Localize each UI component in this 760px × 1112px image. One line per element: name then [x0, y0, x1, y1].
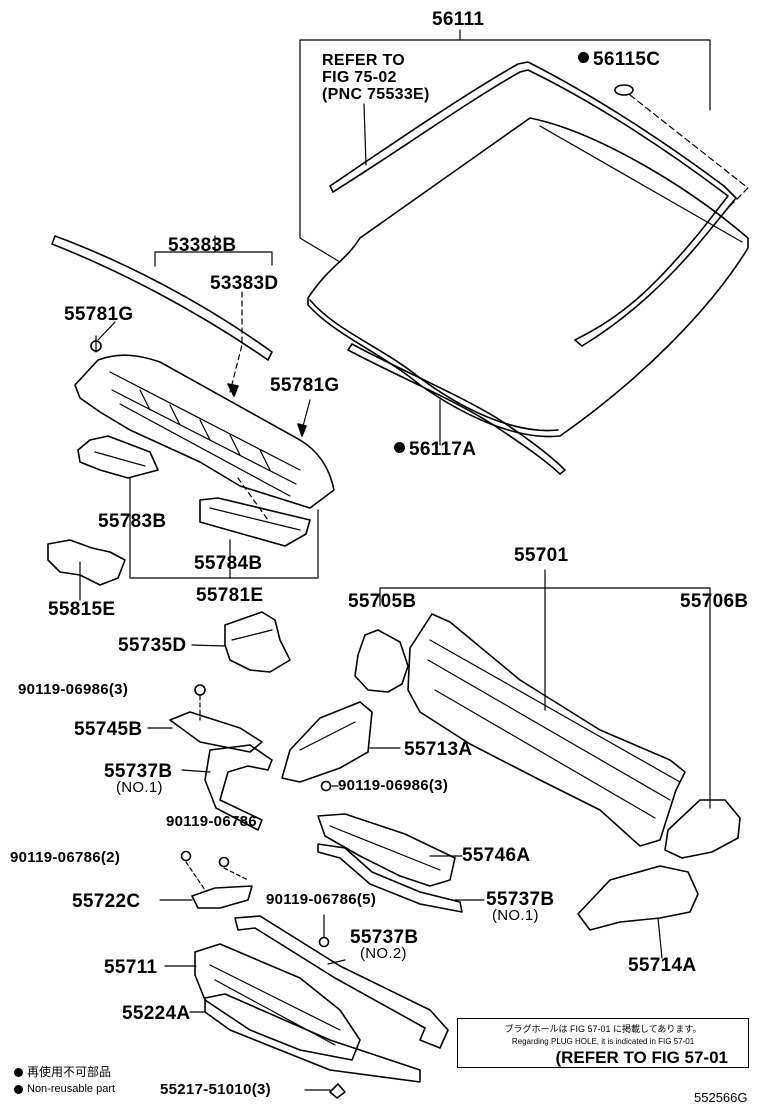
non-reusable-dot: [578, 52, 589, 64]
bracket-55706B: [664, 799, 741, 859]
label-55735D: 55735D: [118, 635, 187, 656]
upper-moulding: [329, 61, 737, 347]
piece-55815E: [47, 539, 126, 586]
label-53383B: 53383B: [168, 235, 237, 256]
label-55224A: 55224A: [122, 1003, 191, 1024]
label-55781G-right: 55781G: [270, 375, 340, 396]
piece-55735D: [224, 611, 291, 673]
label-55722C: 55722C: [72, 891, 141, 912]
bracket-55784B: [199, 497, 311, 547]
bracket-55705B: [354, 629, 409, 693]
label-55713A: 55713A: [404, 739, 473, 760]
clip-55217: [329, 1083, 346, 1099]
clip-56115C: [614, 84, 634, 96]
label-90119-06786-2: 90119-06786(2): [10, 849, 121, 866]
seal-55737B-no1-left: [204, 744, 273, 831]
label-56117A: 56117A: [394, 440, 476, 459]
label-55737B-a-sub: (NO.1): [116, 779, 163, 796]
label-55706B: 55706B: [680, 591, 749, 612]
label-90119-06786: 90119-06786: [166, 813, 257, 830]
cowl-seal-53383B: [51, 235, 273, 361]
label-90119-06986-b: 90119-06986(3): [338, 777, 449, 794]
bolt-90119-06786: [218, 856, 230, 868]
bolt-90119-06986: [194, 684, 206, 696]
leader-56115C: [629, 94, 749, 207]
label-55781G-left: 55781G: [64, 304, 134, 325]
legend-en: Non-reusable part: [14, 1084, 115, 1095]
label-55746A: 55746A: [462, 845, 531, 866]
illustration-code: 552566G: [694, 1090, 748, 1105]
label-55705B: 55705B: [348, 591, 417, 612]
label-55711: 55711: [104, 957, 158, 978]
label-55745B: 55745B: [74, 719, 143, 740]
legend-dot: [14, 1068, 23, 1078]
bracket-55722C: [191, 885, 253, 909]
leader-56111-left: [299, 39, 341, 263]
legend-jp: 再使用不可部品: [14, 1066, 111, 1078]
label-55737B-a: 55737B: [104, 761, 173, 782]
bracket-55745B: [169, 711, 263, 753]
label-55714A: 55714A: [628, 955, 697, 976]
label-90119-06786-5: 90119-06786(5): [266, 891, 377, 908]
refer-fig-57-01[interactable]: (REFER TO FIG 57-01: [555, 1048, 728, 1067]
piece-55224A: [204, 993, 421, 1083]
refer-fig-75-02[interactable]: REFER TO FIG 75-02 (PNC 75533E): [322, 52, 430, 103]
label-55783B: 55783B: [98, 511, 167, 532]
non-reusable-dot: [394, 442, 405, 454]
leader-56111-right: [299, 39, 711, 111]
label-55784B: 55784B: [194, 553, 263, 574]
bolt-90119-06786-2: [180, 850, 192, 862]
label-55815E: 55815E: [48, 599, 116, 620]
label-56115C: 56115C: [578, 50, 660, 69]
label-55217-51010: 55217-51010(3): [160, 1081, 271, 1098]
cowl-panel-55701: [407, 613, 686, 847]
plug-hole-note: プラグホールは FIG 57-01 に掲載してあります。 Regarding P…: [457, 1018, 749, 1068]
bracket-55783B: [77, 435, 159, 479]
label-55737B-c: 55737B: [350, 927, 419, 948]
legend-dot: [14, 1084, 23, 1094]
label-55781E: 55781E: [196, 585, 264, 606]
note-jp: プラグホールは FIG 57-01 に掲載してあります。: [504, 1024, 702, 1034]
bracket-55714A: [577, 865, 699, 931]
cowl-louver-55781E: [74, 335, 335, 509]
seal-55746A: [317, 813, 456, 887]
cowl-side-55713A: [281, 701, 373, 783]
label-55737B-b: 55737B: [486, 889, 555, 910]
label-90119-06986-a: 90119-06986(3): [18, 681, 129, 698]
note-en: Regarding PLUG HOLE, it is indicated in …: [511, 1037, 695, 1046]
lower-weatherstrip: [347, 343, 566, 475]
label-56111: 56111: [432, 9, 485, 30]
label-55701: 55701: [514, 545, 569, 566]
seal-55737B-no2: [234, 915, 449, 1049]
label-55737B-c-sub: (NO.2): [360, 945, 407, 962]
cowl-panel-55711: [194, 943, 361, 1061]
label-53383D: 53383D: [210, 273, 279, 294]
label-55737B-b-sub: (NO.1): [492, 907, 539, 924]
seal-55737B-no1-right: [317, 843, 463, 913]
